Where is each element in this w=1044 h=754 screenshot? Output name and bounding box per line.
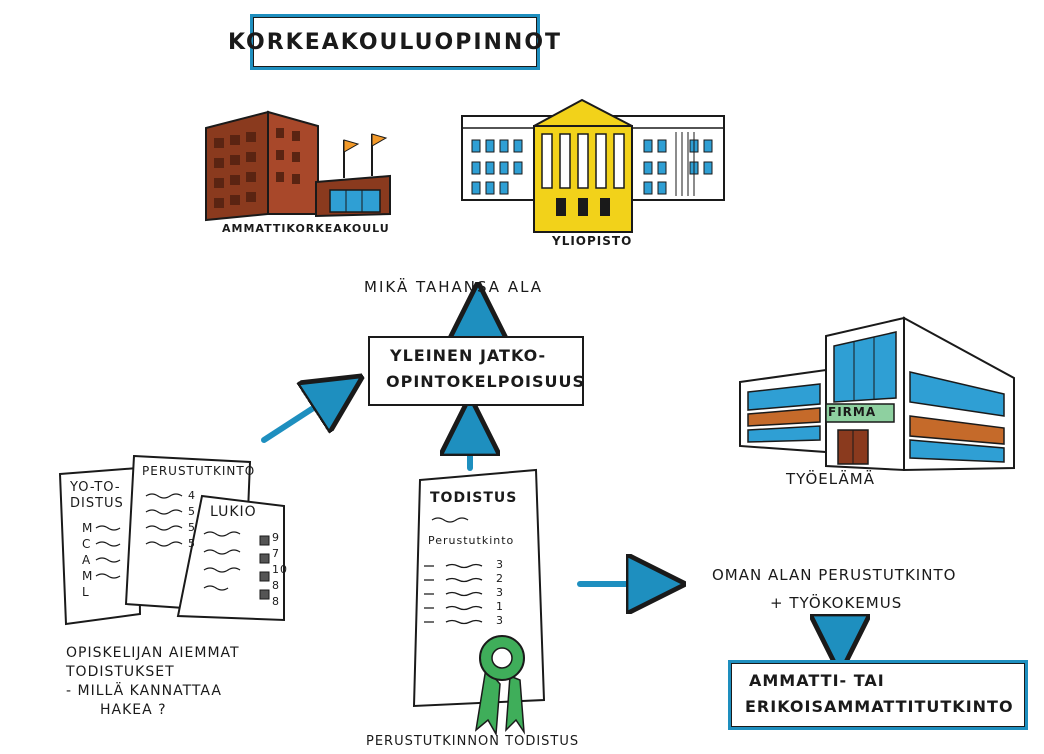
yo-row: A [82,553,92,567]
qualification-line-2: ERIKOISAMMATTITUTKINTO [745,697,1014,716]
page-title-box: KORKEAKOULUOPINNOT [228,14,560,70]
amk-label: AMMATTIKORKEAKOULU [222,222,390,235]
grade: 5 [188,521,196,534]
eligibility-line-2: OPINTOKELPOISUUS [386,372,586,391]
grade: 3 [496,586,504,599]
flow-arrows [261,312,840,644]
grade: 3 [496,558,504,571]
yo-row: M [82,521,94,535]
documents-caption: OPISKELIJAN AIEMMAT TODISTUKSET - MILLÄ … [66,644,240,720]
grade: 10 [272,563,288,576]
caption-line-1: OPISKELIJAN AIEMMAT [66,645,240,661]
own-field-line-2: + TYÖKOKEMUS [770,594,903,612]
grade: 8 [272,579,280,592]
lukio-grades: 9 7 10 8 8 [272,530,288,610]
grade: 4 [188,489,196,502]
grade: 8 [272,595,280,608]
previous-certificates-icon [58,454,285,626]
page-title: KORKEAKOULUOPINNOT [227,29,563,55]
firm-sign: FIRMA [828,405,877,419]
grade: 5 [188,505,196,518]
eligibility-box: YLEINEN JATKO- OPINTOKELPOISUUS [368,336,584,406]
university-label: YLIOPISTO [552,234,633,248]
grade: 7 [272,547,280,560]
work-life-label: TYÖELÄMÄ [786,470,875,488]
eligibility-line-1: YLEINEN JATKO- [390,346,547,365]
caption-line-3: - MILLÄ KANNATTAA [66,683,222,699]
yo-row: L [82,585,90,599]
arrow-documents-to-eligibility [261,392,338,443]
yo-rows: M C A M L [82,520,93,600]
yo-certificate-title: YO-TO- DISTUS [70,480,124,512]
grade: 9 [272,531,280,544]
certificate-icon [412,468,546,737]
grade: 5 [188,537,196,550]
certificate-grades: 3 2 3 1 3 [496,558,504,628]
certificate-subtitle: Perustutkinto [428,534,515,547]
perustutkinto-doc-title: PERUSTUTKINTO [142,464,256,478]
perustutkinto-grades: 4 5 5 5 [188,488,196,552]
office-building-icon [739,316,1015,472]
certificate-title: TODISTUS [430,490,518,506]
caption-line-4: HAKEA ? [100,702,167,718]
yo-title-line-1: YO-TO- [70,480,121,495]
grade: 1 [496,600,504,613]
lukio-title: LUKIO [210,504,257,520]
yo-row: M [82,569,94,583]
university-building-icon [461,98,725,233]
yo-row: C [82,537,92,551]
caption-line-2: TODISTUKSET [66,664,175,680]
grade: 3 [496,614,504,627]
amk-building-icon [205,110,391,222]
qualification-line-1: AMMATTI- TAI [749,671,885,690]
yo-title-line-2: DISTUS [70,496,124,511]
own-field-line-1: OMAN ALAN PERUSTUTKINTO [712,566,957,584]
any-field-label: MIKÄ TAHANSA ALA [364,278,544,296]
qualification-box: AMMATTI- TAI ERIKOISAMMATTITUTKINTO [728,660,1028,730]
grade: 2 [496,572,504,585]
certificate-caption: PERUSTUTKINNON TODISTUS [366,734,580,749]
